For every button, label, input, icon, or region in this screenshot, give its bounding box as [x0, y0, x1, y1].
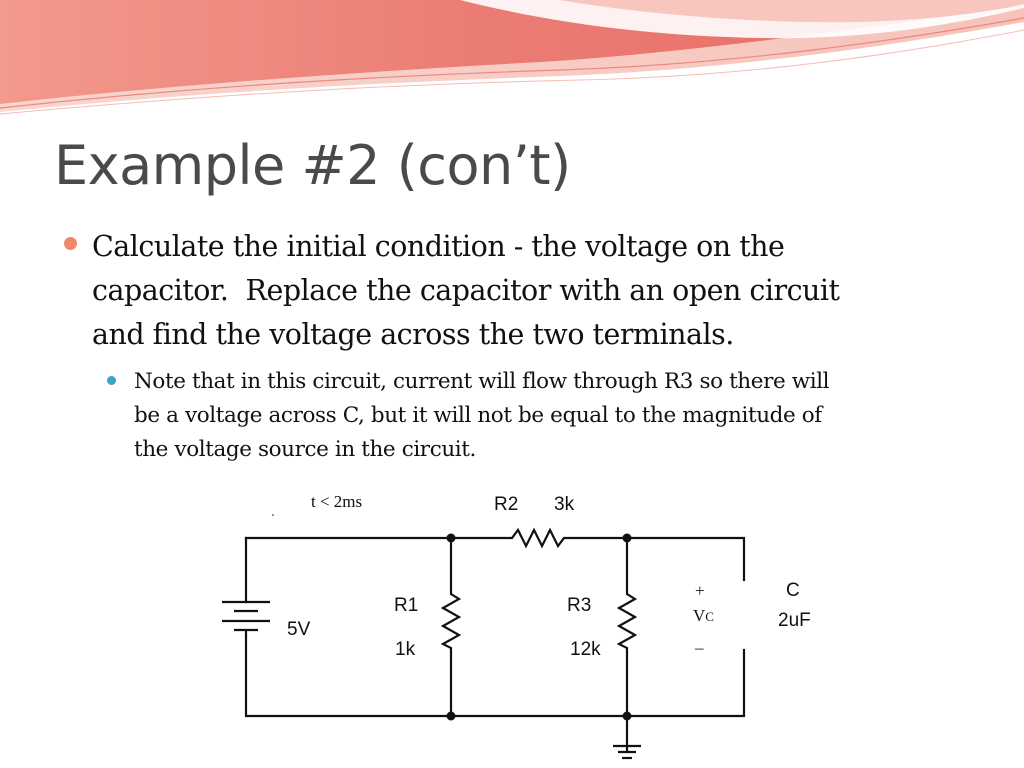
slide-title: Example #2 (con’t)	[54, 134, 571, 197]
blue-dot-icon	[107, 376, 116, 385]
r3-resistor	[616, 536, 638, 754]
r2-value-label: 3k	[554, 494, 575, 515]
time-condition-label: t < 2ms	[311, 492, 362, 511]
vc-minus-sign: –	[694, 638, 704, 657]
coral-dot-icon	[64, 237, 77, 250]
circuit-diagram: t < 2ms R2 3k 5V R1 1k R3 12k C 2uF + VC…	[212, 484, 828, 764]
r1-resistor	[440, 536, 462, 718]
capacitor-name-label: C	[786, 580, 800, 601]
bottom-wire	[244, 634, 746, 718]
bullet-level-1: Calculate the initial condition - the vo…	[92, 225, 992, 357]
bullet-level-2: Note that in this circuit, current will …	[134, 365, 994, 467]
junction-dots	[446, 533, 632, 721]
bullet-line: capacitor. Replace the capacitor with an…	[92, 274, 840, 307]
r3-value-label: 12k	[570, 639, 601, 660]
bullet-line: Calculate the initial condition - the vo…	[92, 230, 785, 263]
sub-bullet-line: Note that in this circuit, current will …	[134, 369, 830, 394]
sub-bullet-line: be a voltage across C, but it will not b…	[134, 403, 822, 428]
battery-icon	[222, 600, 270, 632]
ground-icon	[613, 744, 641, 760]
vc-plus-sign: +	[695, 581, 705, 600]
r2-name-label: R2	[494, 494, 518, 515]
r3-name-label: R3	[567, 595, 591, 616]
capacitor-value-label: 2uF	[778, 610, 811, 631]
source-voltage-label: 5V	[287, 619, 311, 640]
vc-label: VC	[693, 606, 714, 625]
r1-name-label: R1	[394, 595, 418, 616]
r1-value-label: 1k	[395, 639, 416, 660]
bullet-line: and find the voltage across the two term…	[92, 318, 734, 351]
header-wave-decoration	[0, 0, 1024, 130]
sub-bullet-line: the voltage source in the circuit.	[134, 437, 476, 462]
